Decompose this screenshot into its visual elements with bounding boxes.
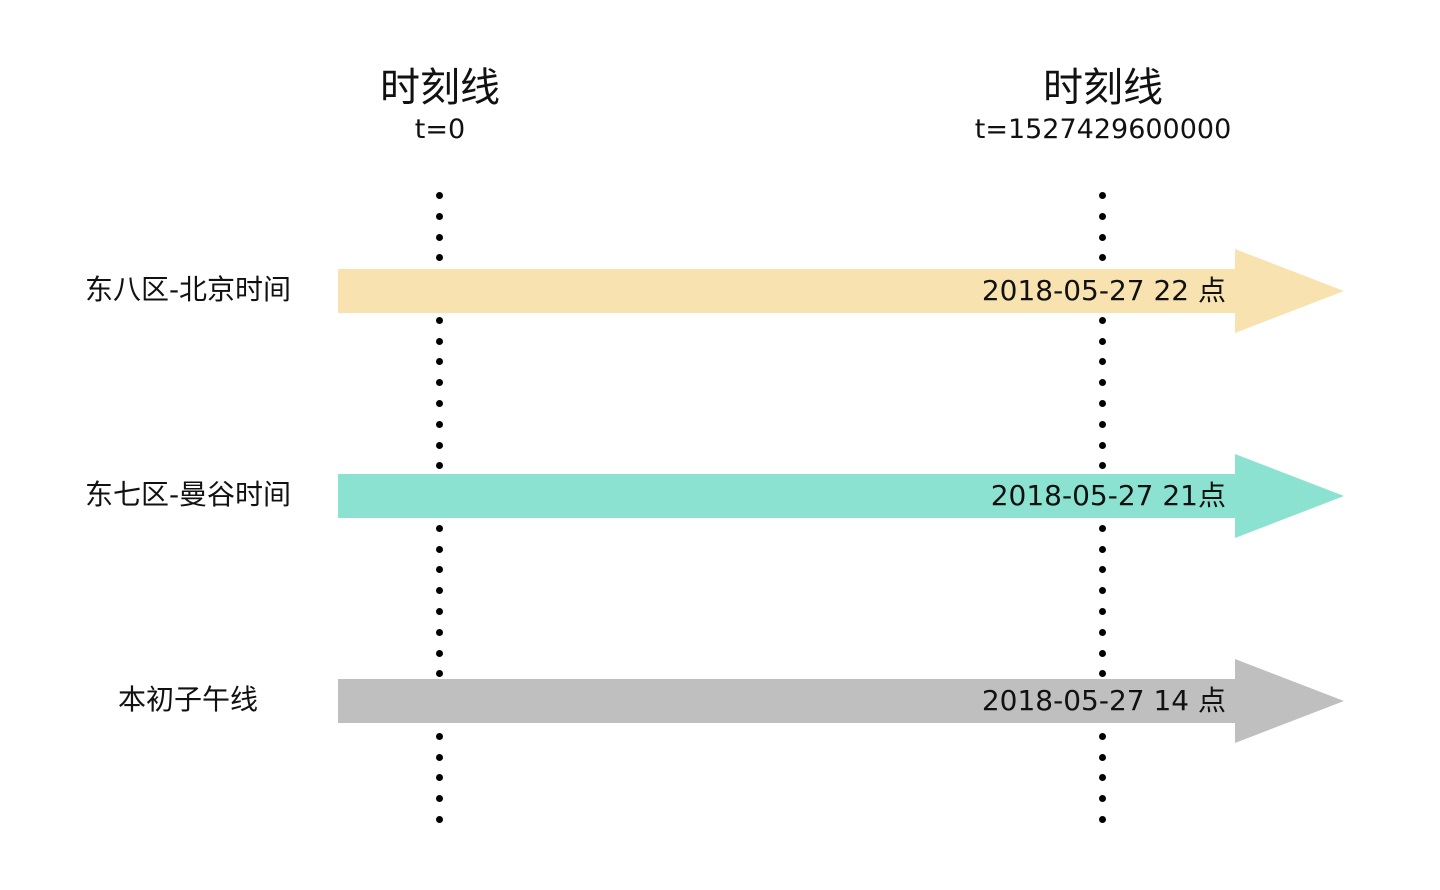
arrow-shape — [338, 454, 1344, 538]
column-timestamp: t=0 — [414, 114, 466, 145]
dot — [1099, 525, 1106, 532]
dot — [436, 400, 443, 407]
dot — [436, 795, 443, 802]
dot — [436, 670, 443, 677]
dot — [436, 566, 443, 573]
dot — [1099, 338, 1106, 345]
dot — [436, 442, 443, 449]
dot — [436, 733, 443, 740]
dot — [1099, 442, 1106, 449]
dot — [1099, 774, 1106, 781]
dot — [436, 358, 443, 365]
dot — [436, 234, 443, 241]
row-label-bangkok: 东七区-曼谷时间 — [84, 478, 292, 511]
dot — [1099, 587, 1106, 594]
local-time: 2018-05-27 21点 — [990, 479, 1226, 512]
dot — [1099, 213, 1106, 220]
dot — [436, 546, 443, 553]
dot — [436, 629, 443, 636]
dot — [1099, 317, 1106, 324]
dot — [1099, 192, 1106, 199]
dot — [436, 254, 443, 261]
dot — [436, 754, 443, 761]
dot — [1099, 816, 1106, 823]
row-label-beijing: 东八区-北京时间 — [84, 273, 292, 306]
local-time: 2018-05-27 14 点 — [981, 684, 1226, 717]
dot — [436, 587, 443, 594]
dot — [436, 650, 443, 657]
dot — [1099, 566, 1106, 573]
dot — [1099, 629, 1106, 636]
dot — [1099, 234, 1106, 241]
dot — [436, 338, 443, 345]
dot — [436, 608, 443, 615]
dot — [1099, 421, 1106, 428]
dot — [436, 774, 443, 781]
dot — [1099, 733, 1106, 740]
local-time: 2018-05-27 22 点 — [981, 274, 1226, 307]
column-header-t0: 时刻线 t=0 — [380, 64, 500, 146]
dot — [436, 213, 443, 220]
dot — [436, 317, 443, 324]
dot — [1099, 650, 1106, 657]
column-header-t1: 时刻线 t=1527429600000 — [975, 64, 1232, 146]
dot — [436, 816, 443, 823]
timeline-arrow-bangkok: 2018-05-27 21点 — [338, 454, 1344, 538]
dot — [1099, 670, 1106, 677]
column-title: 时刻线 — [380, 65, 500, 111]
dot — [1099, 546, 1106, 553]
dot — [1099, 400, 1106, 407]
dot — [436, 192, 443, 199]
dot — [436, 525, 443, 532]
timeline-arrow-prime-meridian: 2018-05-27 14 点 — [338, 659, 1344, 743]
dot — [436, 379, 443, 386]
column-timestamp: t=1527429600000 — [974, 114, 1232, 145]
dot — [436, 421, 443, 428]
dot — [436, 462, 443, 469]
dot — [1099, 358, 1106, 365]
column-title: 时刻线 — [1043, 65, 1163, 111]
dot — [1099, 754, 1106, 761]
dot — [1099, 608, 1106, 615]
row-label-prime-meridian: 本初子午线 — [117, 683, 258, 716]
dot — [1099, 462, 1106, 469]
timeline-arrow-beijing: 2018-05-27 22 点 — [338, 249, 1344, 333]
arrow-shape — [338, 249, 1344, 333]
dot — [1099, 254, 1106, 261]
dot — [1099, 379, 1106, 386]
arrow-shape — [338, 659, 1344, 743]
dot — [1099, 795, 1106, 802]
